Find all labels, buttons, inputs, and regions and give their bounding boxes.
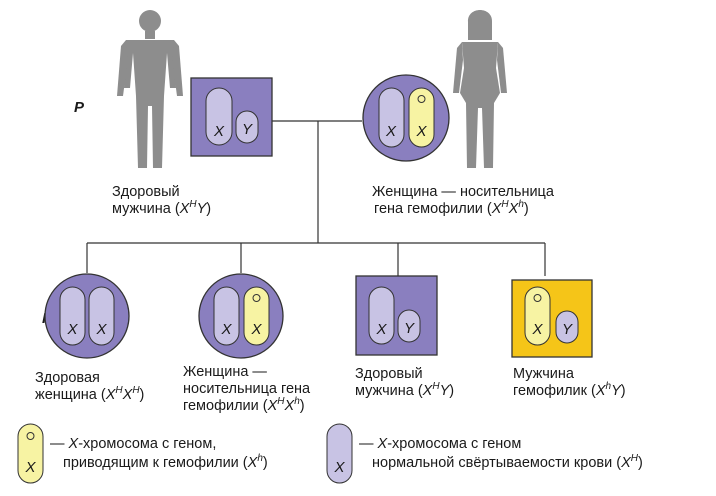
svg-text:X: X	[95, 321, 107, 338]
child-healthy-male-caption: Здоровый мужчина (XHY)	[355, 366, 455, 399]
svg-text:X: X	[250, 321, 262, 338]
child-hemophiliac-male-cell: X Y	[511, 279, 593, 358]
x-chromosome	[88, 286, 115, 346]
x-chromosome	[378, 87, 405, 148]
y-chromosome	[235, 110, 259, 144]
y-chromosome	[555, 310, 579, 344]
child-healthy-female-caption: Здоровая женщина (XHXH)	[35, 370, 145, 403]
male-silhouette	[117, 10, 183, 168]
generation-p-label: P	[74, 99, 85, 116]
mother-caption: Женщина — носительница гена гемофилии (X…	[372, 184, 554, 217]
female-silhouette	[453, 10, 507, 168]
hemophilia-gene-marker	[533, 294, 542, 302]
svg-text:X: X	[220, 321, 232, 338]
hemophilia-gene-marker	[417, 95, 426, 103]
father-cell: X Y	[190, 77, 273, 157]
svg-text:X: X	[66, 321, 78, 338]
x-chromosome	[205, 87, 233, 146]
x-chromosome	[213, 286, 240, 346]
svg-text:X: X	[415, 123, 427, 140]
svg-text:X: X	[375, 321, 387, 338]
x-chromosome	[368, 286, 395, 345]
legend-normal-text: — X-хромосома с геном нормальной свёртыв…	[359, 436, 643, 471]
svg-text:X: X	[385, 123, 397, 140]
svg-text:X: X	[333, 459, 345, 476]
svg-text:X: X	[24, 459, 36, 476]
child-carrier-female-cell: X X	[198, 273, 284, 359]
legend-hemophilia-text: — X-хромосома с геном, приводящим к гемо…	[50, 436, 268, 471]
child-carrier-female-caption: Женщина — носительница гена гемофилии (X…	[183, 364, 311, 414]
pedigree-lines	[86, 120, 546, 276]
svg-text:X: X	[213, 123, 225, 140]
x-chromosome	[59, 286, 86, 346]
svg-text:X: X	[531, 321, 543, 338]
y-chromosome	[397, 309, 421, 343]
hemophilia-gene-marker	[252, 294, 261, 302]
father-caption: Здоровый мужчина (XHY)	[112, 184, 212, 217]
svg-text:Y: Y	[562, 321, 573, 338]
child-healthy-male-cell: X Y	[355, 275, 438, 356]
mother-cell: X X	[362, 74, 450, 162]
svg-text:Y: Y	[404, 320, 415, 337]
x-chromosome-hemophilia	[243, 286, 270, 346]
legend-normal-chromosome: X	[326, 423, 353, 484]
svg-text:Y: Y	[242, 121, 253, 138]
child-hemophiliac-male-caption: Мужчина гемофилик (XhY)	[513, 366, 626, 399]
x-chromosome-hemophilia	[408, 87, 435, 148]
x-chromosome-hemophilia	[524, 286, 551, 346]
child-healthy-female-cell: X X	[44, 273, 130, 359]
legend-hemophilia-chromosome: X	[17, 423, 44, 484]
